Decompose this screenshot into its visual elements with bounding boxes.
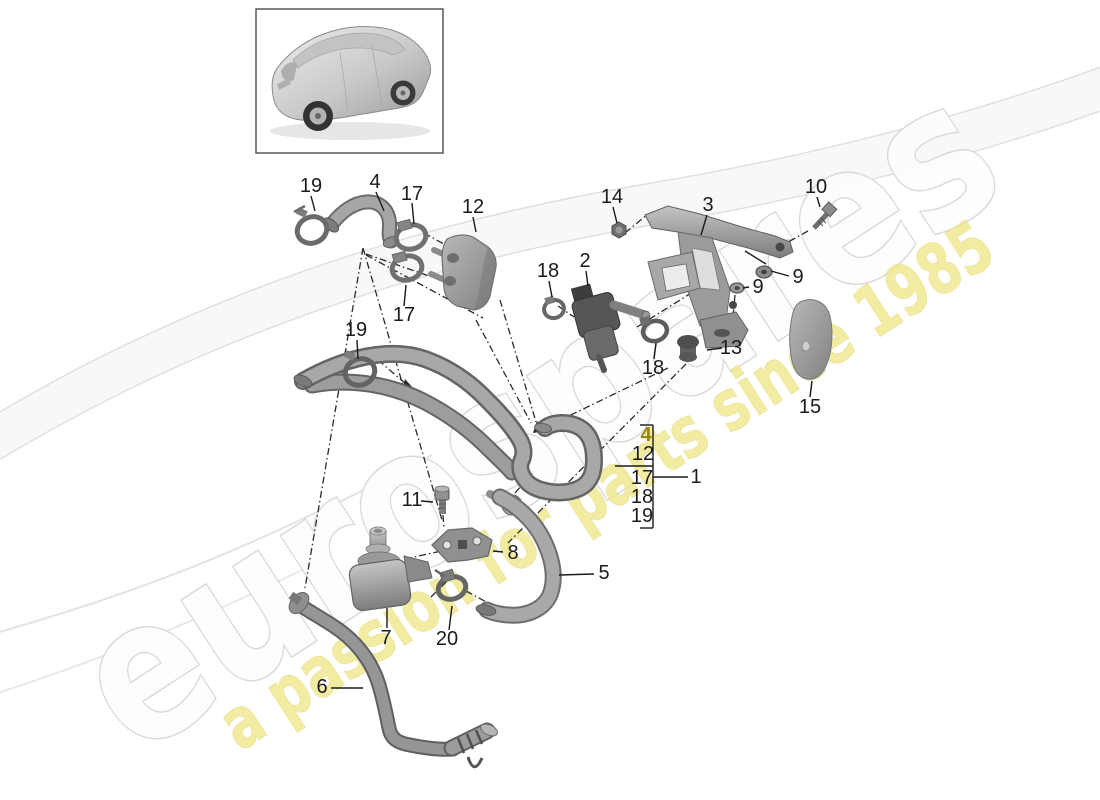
- part-label-4[interactable]: 4: [640, 424, 652, 446]
- part-label-20[interactable]: 20: [435, 628, 459, 650]
- part-clamp-19b: [342, 350, 378, 388]
- part-label-19[interactable]: 19: [344, 319, 368, 341]
- part-label-19[interactable]: 19: [630, 505, 654, 527]
- part-label-9[interactable]: 9: [752, 276, 764, 298]
- part-hose-5: [475, 488, 562, 624]
- car-thumbnail: [270, 25, 432, 140]
- part-bracket-3: [644, 205, 794, 349]
- part-label-18[interactable]: 18: [536, 260, 560, 282]
- part-label-17[interactable]: 17: [392, 304, 416, 326]
- part-hose-1: [293, 345, 603, 502]
- part-bracket-8: [431, 527, 493, 563]
- part-grommet-13: [677, 335, 699, 362]
- part-label-18[interactable]: 18: [630, 486, 654, 508]
- part-label-7[interactable]: 7: [380, 627, 392, 649]
- part-hose-6: [288, 591, 498, 769]
- part-label-8[interactable]: 8: [507, 542, 519, 564]
- parts-list-bracket: [615, 424, 688, 529]
- part-label-15[interactable]: 15: [798, 396, 822, 418]
- part-label-5[interactable]: 5: [598, 562, 610, 584]
- part-cover-15: [789, 299, 833, 380]
- part-pump-7: [348, 526, 433, 612]
- part-label-9[interactable]: 9: [792, 266, 804, 288]
- part-label-3[interactable]: 3: [702, 194, 714, 216]
- part-mount-12: [428, 234, 497, 311]
- part-screw-10: [812, 201, 838, 230]
- part-label-17[interactable]: 17: [630, 467, 654, 489]
- background-swoosh: [0, 66, 1100, 694]
- leader-lines: [310, 191, 821, 689]
- swoosh-line-lowest: [0, 559, 323, 694]
- part-label-10[interactable]: 10: [804, 176, 828, 198]
- part-bolt-11: [434, 485, 450, 514]
- part-label-11[interactable]: 11: [401, 489, 423, 511]
- part-label-13[interactable]: 13: [719, 337, 743, 359]
- part-label-1[interactable]: 1: [690, 466, 702, 488]
- part-label-19[interactable]: 19: [299, 175, 323, 197]
- part-label-12[interactable]: 12: [631, 443, 655, 465]
- part-label-18[interactable]: 18: [641, 357, 665, 379]
- retaining-clip: [466, 756, 484, 769]
- part-label-2[interactable]: 2: [579, 250, 591, 272]
- watermark: eurospares a passion for parts since 198…: [35, 36, 1038, 799]
- part-clamp-17b: [389, 250, 425, 283]
- part-clamp-20: [434, 568, 469, 602]
- car-thumbnail-box: [255, 8, 444, 154]
- part-clamp-17a: [393, 218, 429, 252]
- part-washer-9b: [729, 282, 745, 294]
- part-label-17[interactable]: 17: [400, 183, 424, 205]
- part-clamp-18b: [639, 315, 670, 344]
- part-hose-elbow-4: [323, 194, 400, 249]
- part-valve-2: [570, 283, 651, 373]
- part-clamp-19a: [293, 204, 330, 246]
- part-nut-14: [611, 221, 627, 239]
- swoosh-band: [0, 66, 1100, 461]
- part-clamp-18a: [542, 295, 566, 321]
- part-label-6[interactable]: 6: [316, 676, 328, 698]
- part-label-14[interactable]: 14: [600, 186, 624, 208]
- part-label-4[interactable]: 4: [369, 171, 381, 193]
- watermark-eurospares: eurospares: [36, 37, 1036, 797]
- swoosh-line-lower: [0, 454, 433, 633]
- part-label-12[interactable]: 12: [461, 196, 485, 218]
